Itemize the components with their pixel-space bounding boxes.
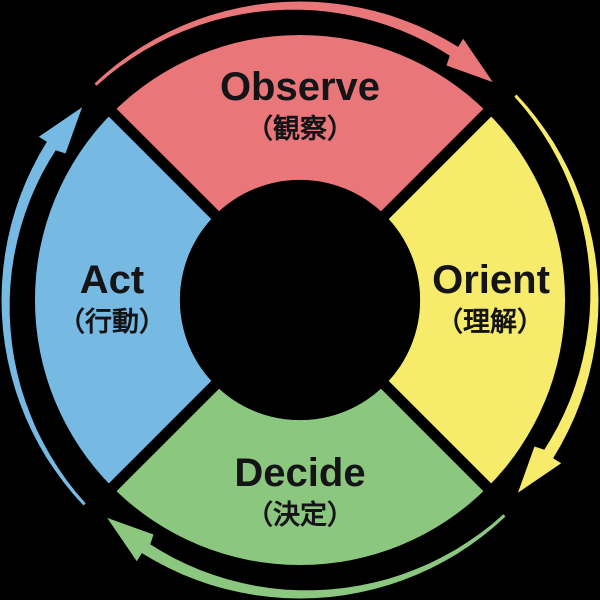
label-orient-ja: （理解）	[436, 307, 544, 337]
segment-act	[34, 112, 216, 488]
label-decide: Decide	[234, 451, 365, 495]
segment-observe	[112, 34, 488, 216]
label-act-ja: （行動）	[58, 306, 166, 337]
cycle-arrow-observe	[94, 1, 493, 86]
segment-orient	[384, 112, 566, 488]
cycle-arrow-act	[1, 107, 86, 506]
separator-ne	[373, 100, 500, 227]
label-orient: Orient	[432, 258, 550, 302]
cycle-arrow-orient	[514, 94, 599, 493]
segment-labels: Observe （観察） Orient （理解） Decide （決定） Act…	[58, 65, 550, 530]
center-hole	[180, 180, 420, 420]
cycle-arrow-decide	[107, 514, 506, 599]
separator-nw	[100, 100, 227, 227]
label-observe: Observe	[220, 65, 380, 109]
separator-sw	[100, 373, 227, 500]
segment-separators	[100, 100, 500, 500]
ring-segments	[34, 34, 566, 566]
segment-decide	[112, 384, 488, 566]
separator-se	[373, 373, 500, 500]
label-decide-ja: （決定）	[246, 499, 354, 530]
label-observe-ja: （観察）	[246, 113, 354, 144]
label-act: Act	[80, 258, 144, 302]
